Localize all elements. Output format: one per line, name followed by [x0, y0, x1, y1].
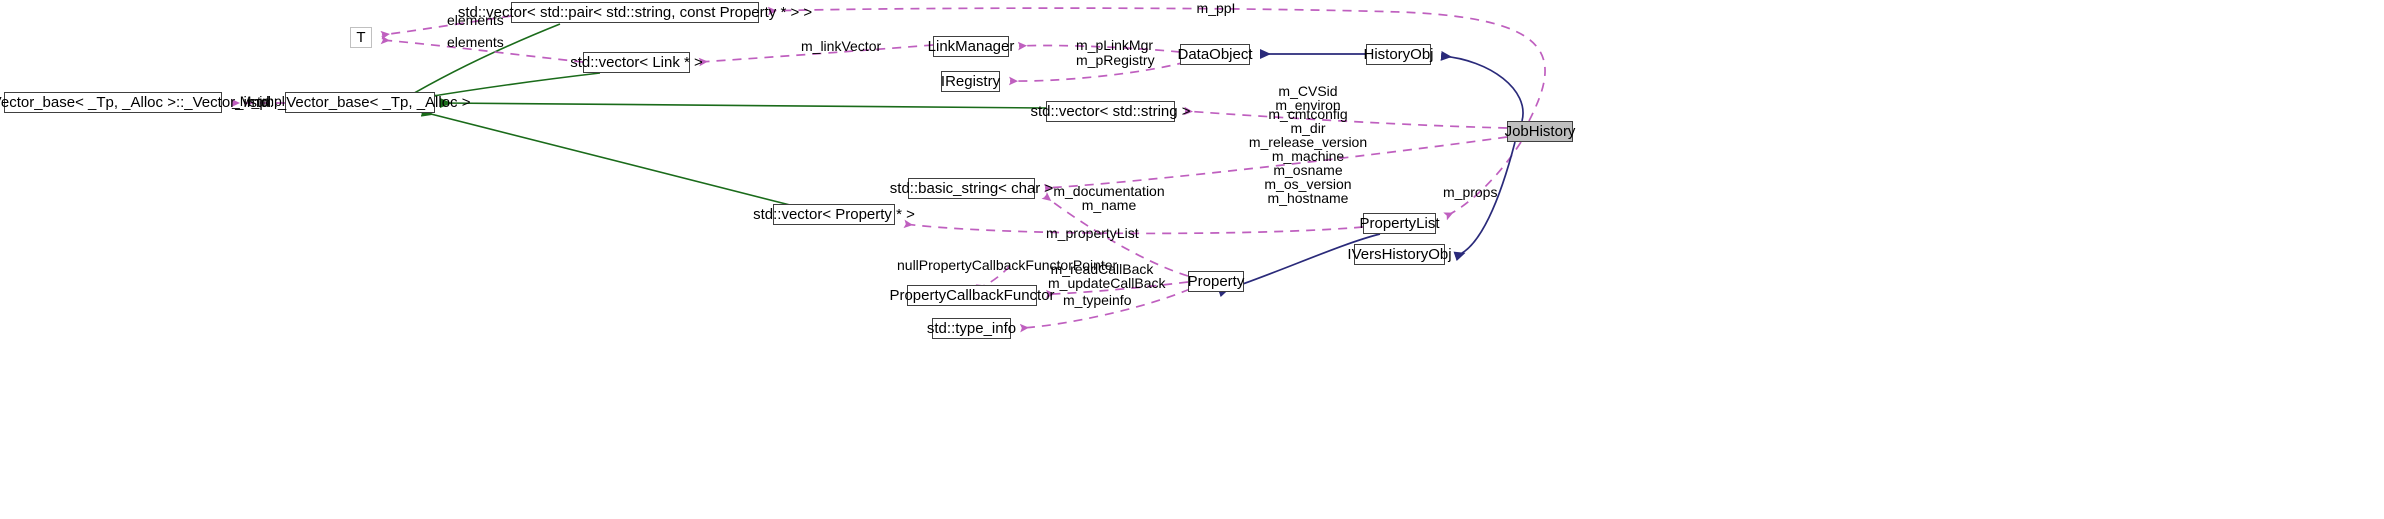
- edge-label-m-impl: _M_impl: [232, 93, 285, 109]
- node-template-param-t[interactable]: T: [350, 27, 372, 48]
- edge-label-m-plinkmgr: m_pLinkMgr: [1076, 37, 1154, 53]
- node-vector-base[interactable]: std::_Vector_base< _Tp, _Alloc >: [249, 92, 471, 113]
- edge-property-to-typeinfo: [1019, 288, 1191, 333]
- edge-property-to-propertycallbackfunctor: [1045, 281, 1189, 299]
- edge-label-m-linkvector: m_linkVector: [801, 38, 882, 54]
- edge-linkmanager-to-veclink: [698, 44, 934, 67]
- node-vector-string[interactable]: std::vector< std::string >: [1030, 101, 1191, 122]
- edge-label-m-props: m_props: [1443, 184, 1498, 200]
- node-property[interactable]: Property: [1187, 271, 1245, 292]
- edge-jobhistory-to-historyobj: [1440, 50, 1524, 122]
- edge-property-to-basicstring: [1041, 192, 1189, 277]
- node-history-obj[interactable]: HistoryObj: [1363, 44, 1434, 65]
- edge-label-m-pregistry: m_pRegistry: [1076, 52, 1155, 68]
- edge-veclink-to-T: [380, 35, 584, 63]
- edge-jobhistory-to-propertylist: [1443, 141, 1522, 221]
- edge-label-m-typeinfo: m_typeinfo: [1063, 292, 1132, 308]
- node-data-object[interactable]: DataObject: [1177, 44, 1253, 65]
- edge-vecpair-to-T: [380, 15, 512, 40]
- node-vector-base-impl[interactable]: std::_Vector_base< _Tp, _Alloc >::_Vecto…: [0, 92, 272, 113]
- node-vector-property-ptr[interactable]: std::vector< Property * >: [753, 204, 915, 225]
- node-vector-link-ptr[interactable]: std::vector< Link * >: [570, 52, 703, 73]
- node-link-manager[interactable]: LinkManager: [927, 36, 1015, 57]
- edge-dataobject-to-iregistry: [1008, 61, 1187, 86]
- edge-propertylist-to-vecproperty: [903, 219, 1364, 235]
- node-property-list[interactable]: PropertyList: [1359, 213, 1440, 234]
- usage-edges: [231, 6, 1546, 333]
- edge-jobhistory-to-vecpair: [767, 6, 1546, 122]
- edge-label-m-propertylist: m_propertyList: [1046, 225, 1139, 241]
- node-ivers-history-obj[interactable]: IVersHistoryObj: [1347, 244, 1452, 265]
- node-property-callback-functor[interactable]: PropertyCallbackFunctor: [889, 285, 1055, 306]
- node-iregistry[interactable]: IRegistry: [940, 71, 1001, 92]
- node-vector-pair-string-property[interactable]: std::vector< std::pair< std::string, con…: [457, 2, 813, 23]
- node-job-history[interactable]: JobHistory: [1504, 121, 1576, 142]
- edge-label-nullpropertycallbackfunctorpointer: nullPropertyCallbackFunctorPointer: [897, 257, 1118, 273]
- edge-vecpair-to-vectorbase: [400, 23, 561, 104]
- edge-label-elements-link: elements: [447, 34, 504, 50]
- edge-jobhistory-to-vecstring: [1183, 106, 1508, 129]
- edge-vecstring-to-vectorbase: [439, 97, 1047, 109]
- edge-jobhistory-to-ivershistoryobj: [1453, 141, 1516, 262]
- edge-veclink-to-vectorbase: [425, 72, 601, 103]
- edge-label-m-ppi: m_ppI: [1196, 0, 1236, 16]
- edge-vecproperty-to-vectorbase: [420, 106, 791, 206]
- edge-jobhistory-to-basicstring: [1043, 136, 1508, 193]
- edge-dataobject-to-linkmanager: [1017, 41, 1181, 53]
- node-basic-string-char[interactable]: std::basic_string< char >: [889, 178, 1054, 199]
- template-edges: [400, 23, 1047, 206]
- edge-label-elements-pair: elements: [447, 12, 504, 28]
- node-type-info[interactable]: std::type_info: [926, 318, 1017, 339]
